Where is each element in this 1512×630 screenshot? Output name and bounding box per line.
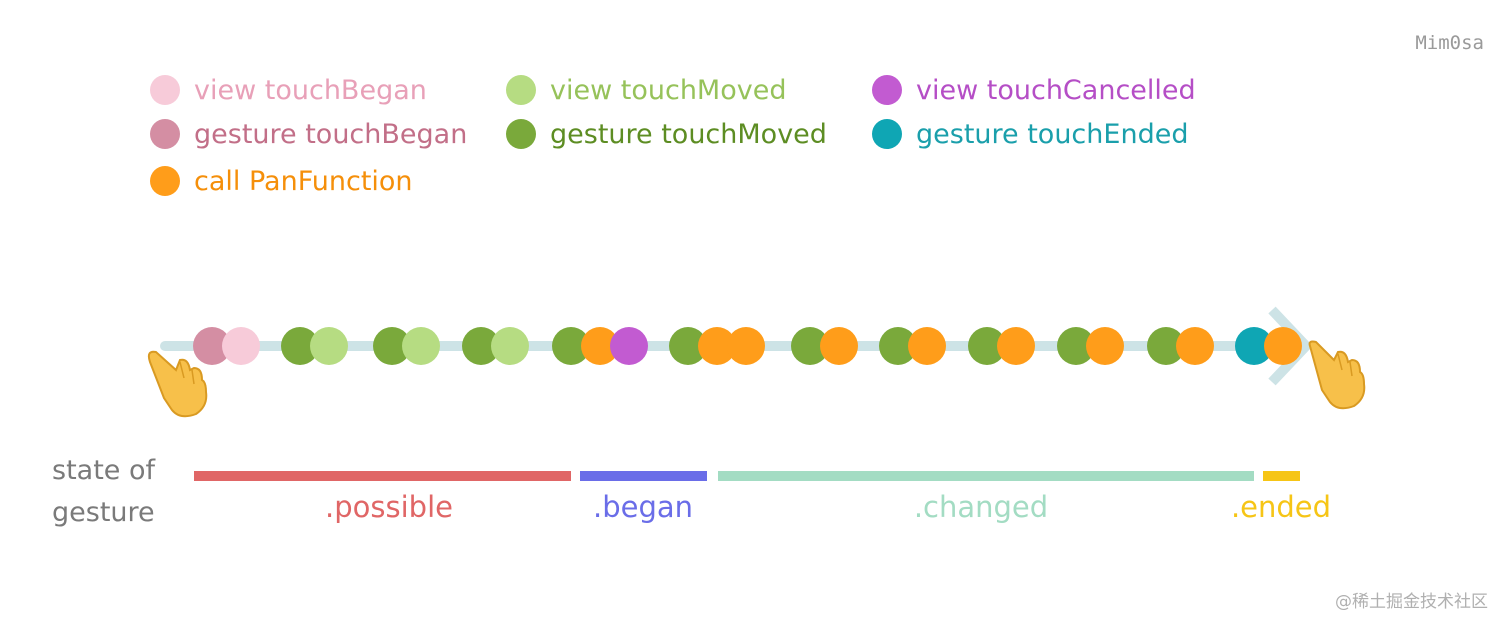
event-dot-gesture-touchmoved	[879, 327, 917, 365]
event-dot-gesture-touchmoved	[281, 327, 319, 365]
timeline-arrowhead	[1268, 306, 1313, 386]
event-dot-call-panfunction	[1086, 327, 1124, 365]
legend-label: gesture touchMoved	[550, 118, 827, 150]
event-dot-gesture-touchmoved	[1147, 327, 1185, 365]
event-dot-call-panfunction	[1176, 327, 1214, 365]
state-label-began: .began	[592, 490, 694, 524]
legend-label: call PanFunction	[194, 165, 413, 197]
legend-dot	[872, 75, 902, 105]
legend-label: view touchCancelled	[916, 74, 1196, 106]
event-dot-view-touchcancelled	[610, 327, 648, 365]
legend-dot	[150, 75, 180, 105]
legend-label: gesture touchEnded	[916, 118, 1189, 150]
event-dot-view-touchmoved	[491, 327, 529, 365]
event-dot-call-panfunction	[698, 327, 736, 365]
legend-dot	[872, 119, 902, 149]
event-dot-call-panfunction	[727, 327, 765, 365]
end-hand-icon	[1308, 340, 1366, 410]
event-dot-gesture-touchmoved	[791, 327, 829, 365]
legend-item-gesture-touch-ended: gesture touchEnded	[872, 116, 1188, 152]
timeline	[147, 306, 1366, 418]
legend-item-view-touch-began: view touchBegan	[150, 72, 427, 108]
legend: view touchBegan view touchMoved view tou…	[0, 0, 1512, 220]
state-bar-possible	[194, 471, 571, 481]
event-dot-call-panfunction	[908, 327, 946, 365]
state-label-possible: .possible	[325, 490, 453, 524]
start-hand-icon	[147, 350, 208, 418]
state-label-changed: .changed	[913, 490, 1049, 524]
legend-label: view touchBegan	[194, 74, 427, 106]
legend-label: gesture touchBegan	[194, 118, 468, 150]
state-title-line: state of	[52, 455, 156, 486]
state-title-line: gesture	[52, 497, 155, 528]
event-dot-call-panfunction	[997, 327, 1035, 365]
legend-item-view-touch-cancelled: view touchCancelled	[872, 72, 1196, 108]
legend-label: view touchMoved	[550, 74, 787, 106]
event-dot-view-touchmoved	[310, 327, 348, 365]
event-dot-gesture-touchbegan	[193, 327, 231, 365]
state-bar-ended	[1263, 471, 1300, 481]
event-dot-view-touchmoved	[402, 327, 440, 365]
event-dot-gesture-touchmoved	[462, 327, 500, 365]
event-dot-gesture-touchmoved	[669, 327, 707, 365]
event-dot-gesture-touchmoved	[552, 327, 590, 365]
state-of-gesture-title: state of gesture	[52, 450, 155, 534]
author-watermark: Mim0sa	[1415, 32, 1484, 54]
timeline-events	[193, 327, 1302, 365]
event-dot-gesture-touchmoved	[373, 327, 411, 365]
legend-item-call-pan-function: call PanFunction	[150, 163, 413, 199]
legend-dot	[150, 119, 180, 149]
event-dot-view-touchbegan	[222, 327, 260, 365]
state-label-ended: .ended	[1230, 490, 1332, 524]
legend-item-view-touch-moved: view touchMoved	[506, 72, 786, 108]
event-dot-gesture-touchmoved	[968, 327, 1006, 365]
legend-item-gesture-touch-began: gesture touchBegan	[150, 116, 467, 152]
event-dot-call-panfunction	[581, 327, 619, 365]
legend-dot	[506, 119, 536, 149]
legend-item-gesture-touch-moved: gesture touchMoved	[506, 116, 827, 152]
footer-credit: @稀土掘金技术社区	[1335, 592, 1488, 612]
legend-dot	[506, 75, 536, 105]
state-bar-changed	[718, 471, 1254, 481]
legend-dot	[150, 166, 180, 196]
state-bar-began	[580, 471, 707, 481]
event-dot-call-panfunction	[820, 327, 858, 365]
event-dot-gesture-touchmoved	[1057, 327, 1095, 365]
event-dot-gesture-touchended	[1235, 327, 1273, 365]
event-dot-call-panfunction	[1264, 327, 1302, 365]
